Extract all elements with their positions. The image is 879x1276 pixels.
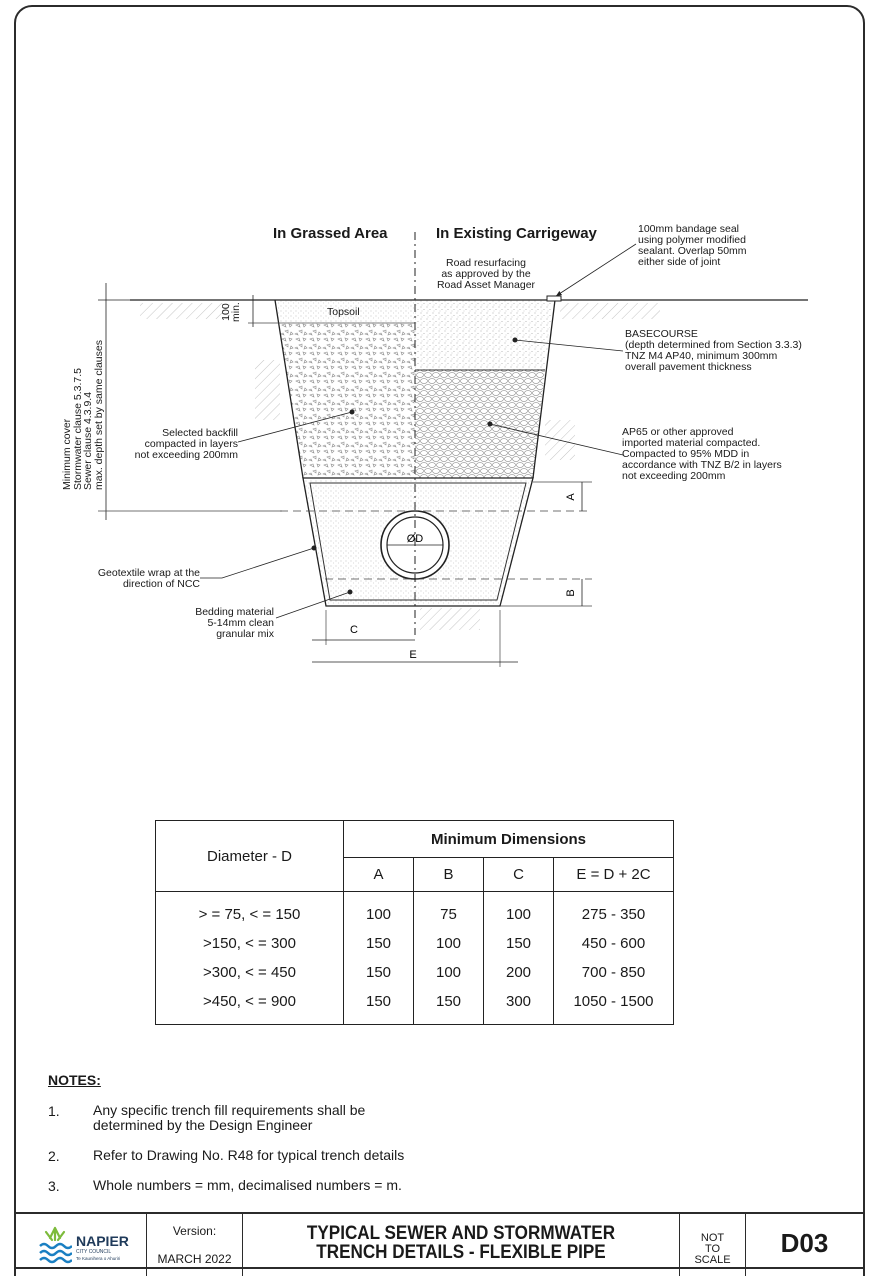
ap65-layer bbox=[415, 370, 545, 478]
label-bedding: Bedding material 5-14mm clean granular m… bbox=[195, 606, 274, 640]
label-geotextile: Geotextile wrap at the direction of NCC bbox=[97, 567, 200, 590]
drawing-number: D03 bbox=[780, 1228, 829, 1258]
table-row: > = 75, < = 150 100 75 100 275 - 350 bbox=[155, 891, 674, 929]
table-col-c: C bbox=[483, 857, 554, 892]
table-row: >150, < = 300 150 100 150 450 - 600 bbox=[155, 929, 674, 958]
leader-ap65 bbox=[489, 423, 624, 456]
leader-bedding-dot bbox=[347, 589, 353, 595]
trench-diagram: ØD A B C E bbox=[98, 232, 808, 667]
version-label: Version: bbox=[172, 1224, 217, 1238]
table-row: >300, < = 450 150 100 200 700 - 850 bbox=[155, 958, 674, 987]
leader-backfill-dot bbox=[349, 409, 355, 415]
backfill-layer bbox=[279, 323, 415, 478]
trench-wall-right-upper bbox=[532, 299, 556, 479]
leader-ap65-dot bbox=[487, 421, 493, 427]
leader-geotextile-dot bbox=[311, 545, 317, 551]
version-cell: Version: MARCH 2022 bbox=[146, 1214, 242, 1276]
napier-logo-icon bbox=[39, 1226, 72, 1264]
note-text: Refer to Drawing No. R48 for typical tre… bbox=[93, 1147, 405, 1163]
dim-c-label: C bbox=[350, 624, 358, 636]
logo-name: NAPIER bbox=[76, 1233, 129, 1249]
label-bandage-seal: 100mm bandage seal using polymer modifie… bbox=[638, 223, 747, 268]
logo-tagline: Te Kaunihera o Ahuriri bbox=[76, 1256, 121, 1261]
dim-a-label: A bbox=[565, 493, 577, 501]
scale-cell: NOT TO SCALE bbox=[679, 1214, 745, 1276]
label-basecourse: BASECOURSE (depth determined from Sectio… bbox=[625, 328, 802, 373]
notes-title: NOTES: bbox=[48, 1072, 101, 1088]
label-minimum-cover: Minimum cover Stormwater clause 5.3.7.5 … bbox=[61, 340, 105, 490]
table-col-e: E = D + 2C bbox=[553, 857, 674, 892]
ground-hatch-left bbox=[140, 303, 230, 319]
minimum-dimensions-table: Diameter - D Minimum Dimensions A B C E … bbox=[155, 820, 674, 1025]
leader-backfill bbox=[237, 411, 353, 443]
logo-cell: NAPIER CITY COUNCIL Te Kaunihera o Ahuri… bbox=[14, 1214, 146, 1276]
drawing-title-line2: TRENCH DETAILS - FLEXIBLE PIPE bbox=[316, 1242, 606, 1263]
table-header-minimum-dimensions: Minimum Dimensions bbox=[343, 820, 674, 858]
leader-basecourse-dot bbox=[512, 337, 518, 343]
table-row: >450, < = 900 150 150 300 1050 - 1500 bbox=[155, 987, 674, 1025]
label-topsoil-depth: 100 min. bbox=[220, 302, 242, 322]
header-grassed-area: In Grassed Area bbox=[273, 225, 388, 242]
leader-bedding bbox=[275, 591, 351, 619]
basecourse-layer bbox=[415, 300, 553, 370]
table-header-diameter: Diameter - D bbox=[155, 820, 344, 892]
title-cell: TYPICAL SEWER AND STORMWATER TRENCH DETA… bbox=[242, 1214, 679, 1276]
trench-wall-left-upper bbox=[274, 299, 304, 479]
table-col-b: B bbox=[413, 857, 484, 892]
label-road-resurfacing: Road resurfacing as approved by the Road… bbox=[436, 257, 536, 291]
note-number: 1. bbox=[48, 1103, 60, 1119]
ground-hatch-bottom bbox=[420, 608, 480, 630]
logo-subtitle: CITY COUNCIL bbox=[76, 1249, 112, 1255]
title-block: NAPIER CITY COUNCIL Te Kaunihera o Ahuri… bbox=[14, 1212, 865, 1276]
note-number: 2. bbox=[48, 1148, 60, 1164]
leader-bandage-seal bbox=[555, 243, 637, 297]
dim-e-label: E bbox=[409, 649, 416, 661]
bandage-seal bbox=[546, 295, 562, 302]
version-value: MARCH 2022 bbox=[157, 1252, 232, 1266]
drawing-number-cell: D03 bbox=[745, 1214, 865, 1276]
note-text: Whole numbers = mm, decimalised numbers … bbox=[93, 1177, 402, 1193]
label-ap65: AP65 or other approved imported material… bbox=[622, 426, 782, 482]
table-col-a: A bbox=[343, 857, 414, 892]
drawing-sheet-border bbox=[14, 5, 865, 1269]
header-existing-carriageway: In Existing Carrigeway bbox=[436, 225, 597, 242]
ground-hatch-left-2 bbox=[255, 360, 280, 420]
topsoil-layer bbox=[277, 300, 415, 323]
drawing-title-line1: TYPICAL SEWER AND STORMWATER bbox=[306, 1223, 616, 1244]
label-topsoil: Topsoil bbox=[327, 306, 360, 318]
leader-geotextile bbox=[200, 547, 315, 579]
leader-basecourse bbox=[514, 339, 624, 352]
geotextile-wrap bbox=[309, 482, 527, 601]
label-backfill: Selected backfill compacted in layers no… bbox=[134, 427, 238, 461]
note-text: Any specific trench fill requirements sh… bbox=[93, 1102, 366, 1133]
ground-hatch-right bbox=[560, 303, 660, 319]
dim-b-label: B bbox=[565, 589, 577, 596]
note-number: 3. bbox=[48, 1178, 60, 1194]
